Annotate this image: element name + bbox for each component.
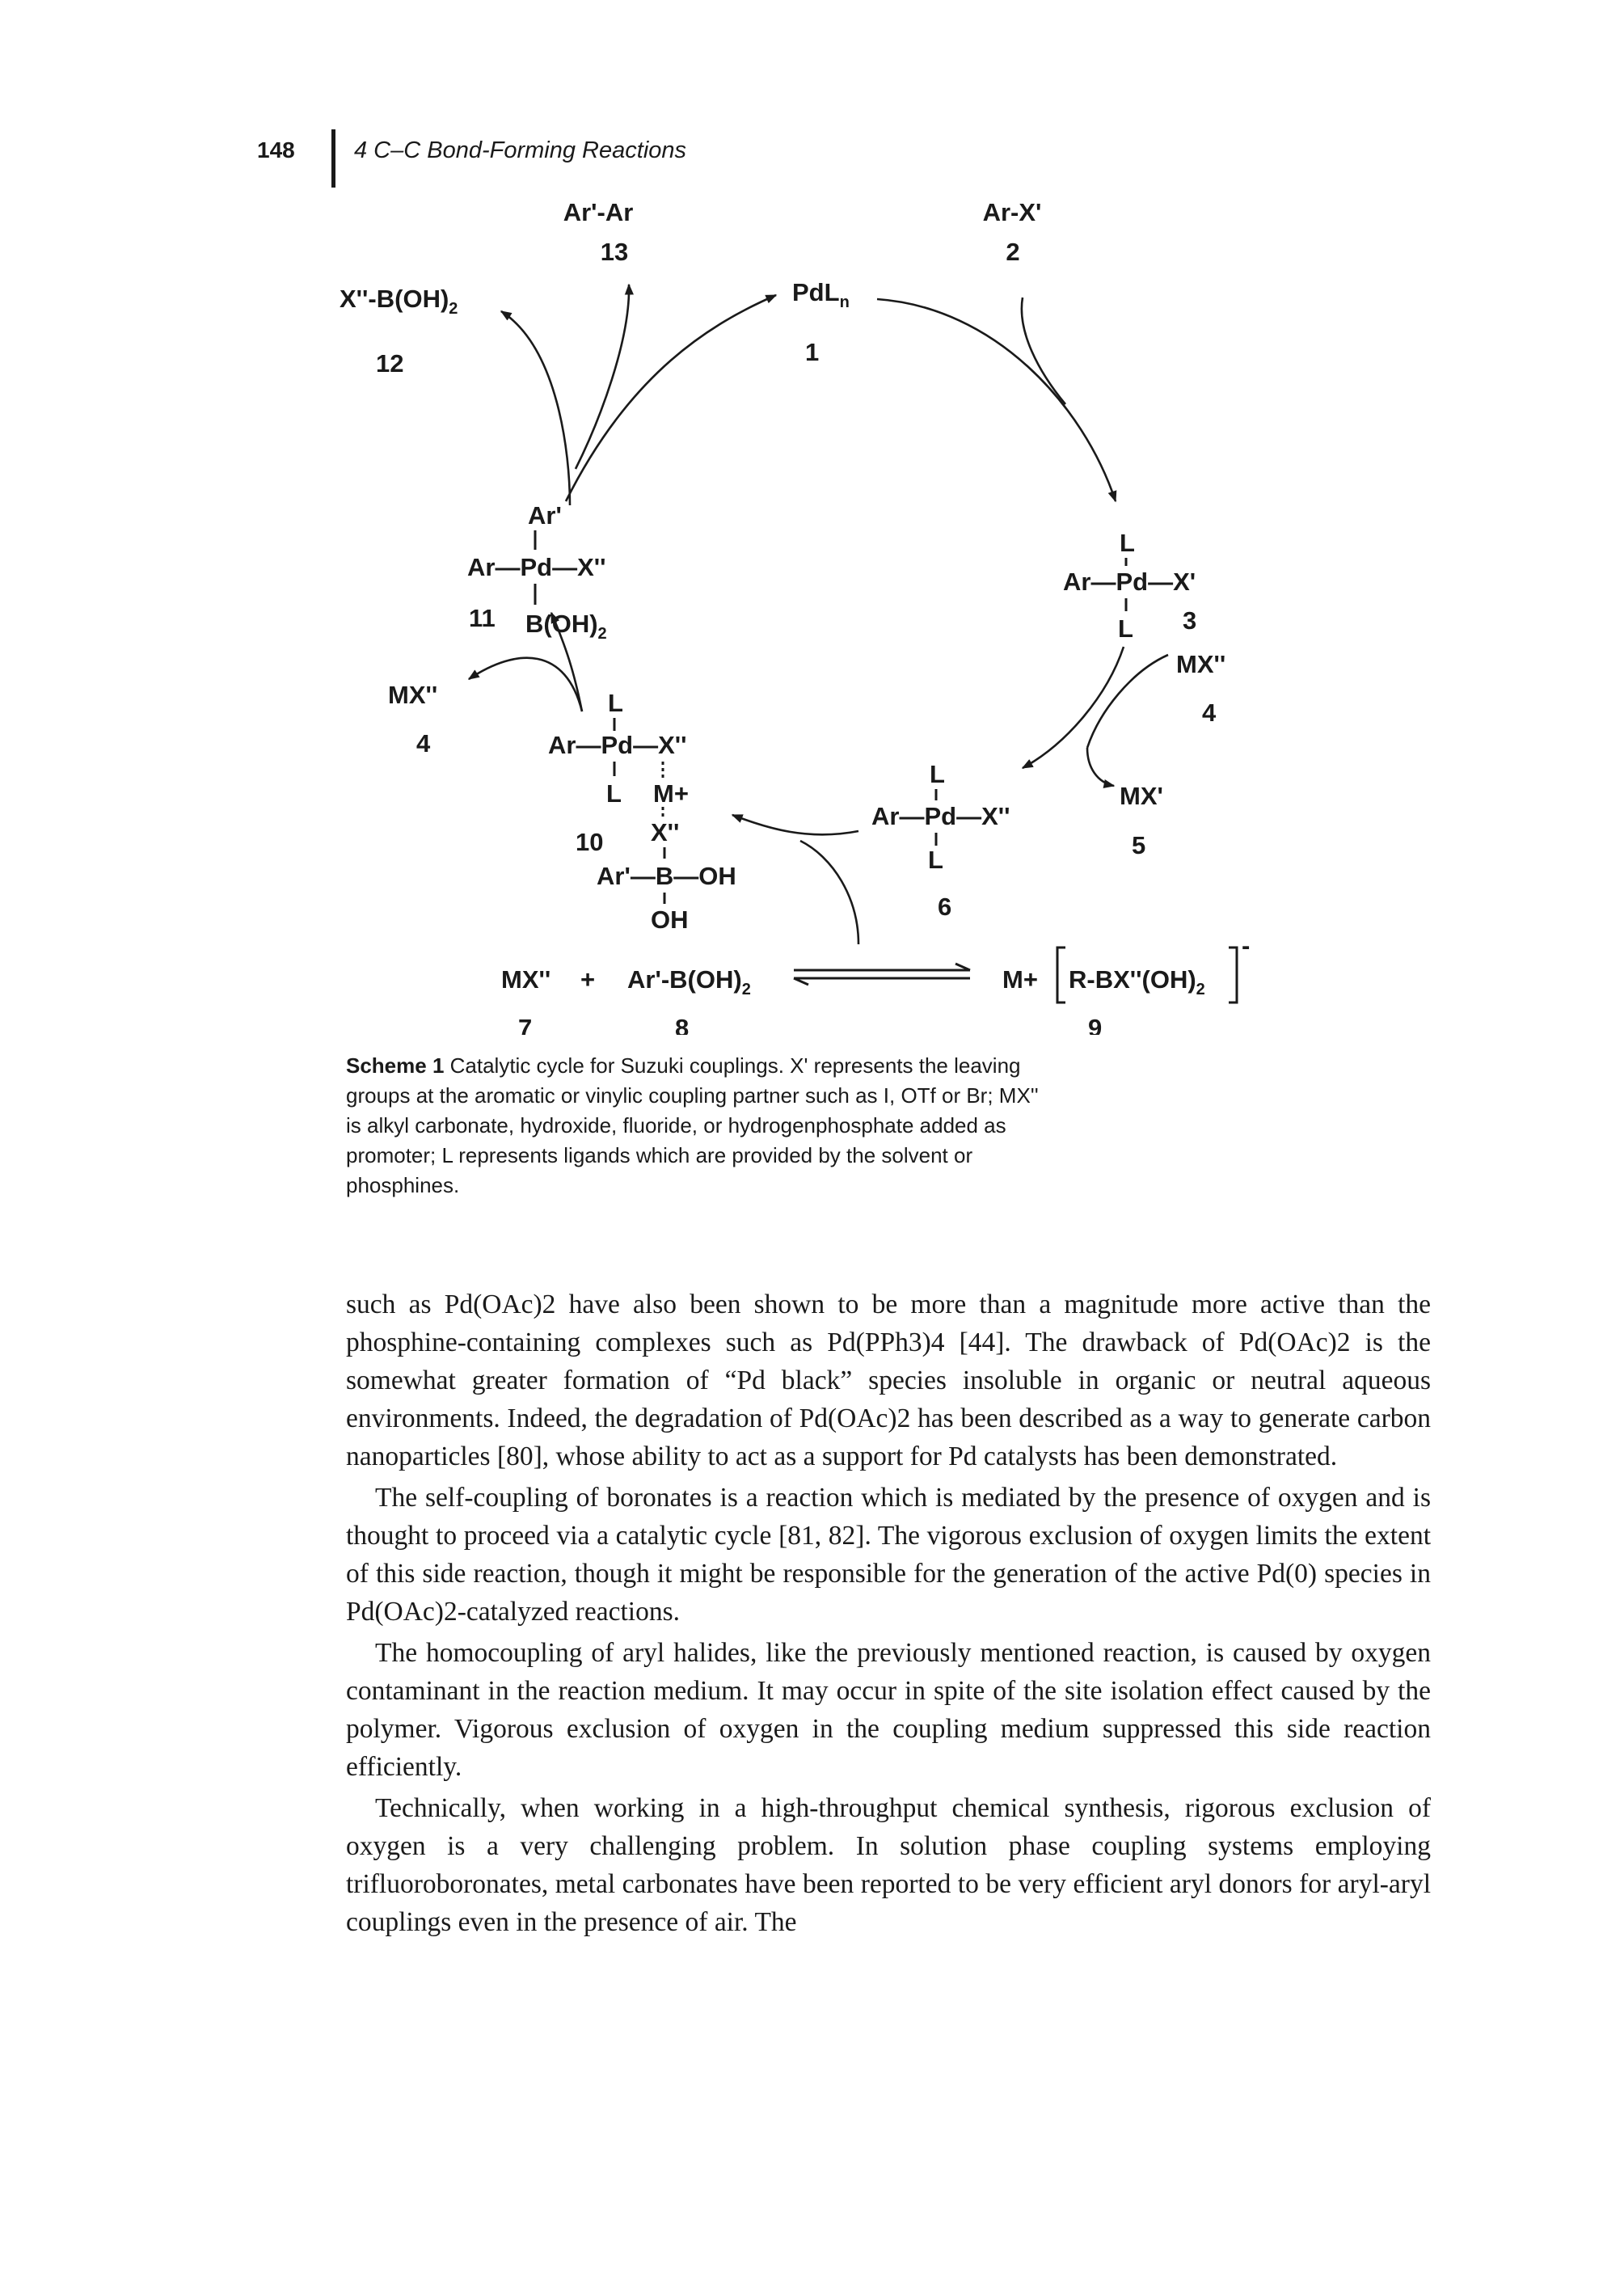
compound-10-X: X'' [651, 818, 679, 846]
compound-1-number: 1 [805, 338, 819, 366]
compound-6-top: L [930, 760, 945, 788]
mx-right: MX'' [1176, 650, 1225, 678]
compound-7: MX'' [501, 965, 550, 994]
compound-6-mid: Ar—Pd—X'' [871, 802, 1010, 830]
compound-10-L-bottom: L [606, 779, 622, 808]
paragraph-1: such as Pd(OAc)2 have also been shown to… [346, 1290, 1431, 1471]
compound-6-number: 6 [938, 893, 951, 921]
compound-13-formula: Ar'-Ar [563, 198, 634, 226]
mx-right-number: 4 [1202, 699, 1217, 727]
arrow-9-into-cycle [799, 839, 860, 945]
arrow-3-to-6 [1021, 646, 1125, 770]
compound-2-number: 2 [1006, 238, 1019, 266]
mx-left-number: 4 [416, 729, 431, 758]
compound-8-number: 8 [675, 1014, 689, 1035]
compound-10-B: Ar'—B—OH [597, 862, 736, 890]
compound-10-OH: OH [651, 905, 689, 934]
compound-3-bottom: L [1118, 614, 1133, 643]
equilibrium-hook-left [793, 977, 809, 986]
compound-7-number: 7 [518, 1014, 532, 1035]
compound-11-top: Ar' [528, 501, 562, 530]
compound-12-number: 12 [376, 349, 403, 378]
paragraph-4: Technically, when working in a high-thro… [346, 1793, 1431, 1937]
compound-1-formula: PdLn [792, 278, 850, 311]
arrow-12-to-11-release [500, 310, 572, 506]
compound-3-number: 3 [1183, 606, 1196, 635]
arrow-2-into-cycle [1020, 297, 1067, 405]
header-rule [331, 129, 335, 188]
running-title: 4 C–C Bond-Forming Reactions [354, 137, 687, 163]
plus-sign: + [580, 965, 595, 994]
bracket-right [1229, 946, 1238, 1004]
page-number: 148 [257, 137, 295, 163]
mx5: MX' [1120, 782, 1163, 810]
compound-9-number: 9 [1088, 1014, 1102, 1035]
arrow-10-to-11 [550, 611, 584, 712]
paragraph-2: The self-coupling of boronates is a reac… [346, 1483, 1431, 1627]
compound-3-top: L [1120, 529, 1135, 557]
compound-9-charge: - [1242, 931, 1250, 960]
compound-6-bottom: L [928, 846, 943, 874]
compound-10-mid: Ar—Pd—X'' [548, 731, 686, 759]
arrow-to-mx5 [1086, 747, 1116, 789]
caption-label: Scheme 1 [346, 1053, 445, 1078]
mx-left: MX'' [388, 681, 437, 709]
compound-11-bottom: B(OH)2 [525, 610, 607, 643]
arrow-11-to-13 [574, 283, 634, 470]
compound-13-number: 13 [601, 238, 628, 266]
mx5-number: 5 [1132, 831, 1145, 859]
caption-text: Catalytic cycle for Suzuki couplings. X'… [346, 1053, 1039, 1197]
compound-2-formula: Ar-X' [983, 198, 1042, 226]
arrow-mx-left [467, 656, 584, 712]
compound-12-formula: X''-B(OH)2 [340, 285, 458, 318]
compound-10-L-top: L [608, 689, 623, 717]
compound-9-formula: R-BX''(OH)2 [1069, 965, 1205, 998]
compound-9-cation: M+ [1002, 965, 1038, 994]
equilibrium-hook-right [955, 962, 971, 972]
arrow-13-to-pdl [564, 293, 778, 502]
compound-11-number: 11 [469, 604, 496, 632]
paragraph-3: The homocoupling of aryl halides, like t… [346, 1638, 1431, 1782]
body-text: such as Pd(OAc)2 have also been shown to… [346, 1285, 1431, 1941]
scheme-caption: Scheme 1 Catalytic cycle for Suzuki coup… [346, 1051, 1057, 1201]
compound-3-mid: Ar—Pd—X' [1063, 568, 1196, 596]
compound-11-mid: Ar—Pd—X'' [467, 553, 605, 581]
bracket-left [1056, 946, 1065, 1004]
arc-pdl-to-3 [876, 298, 1117, 503]
arrow-mx-right [1086, 653, 1169, 749]
compound-8: Ar'-B(OH)2 [627, 965, 751, 998]
catalytic-cycle-scheme: Ar'-Ar 13 Ar-X' 2 X''-B(OH)2 12 PdLn 1 A… [340, 198, 1250, 1035]
compound-10-M: M+ [653, 779, 689, 808]
compound-10-number: 10 [576, 828, 603, 856]
arrow-6-to-10 [731, 813, 859, 836]
